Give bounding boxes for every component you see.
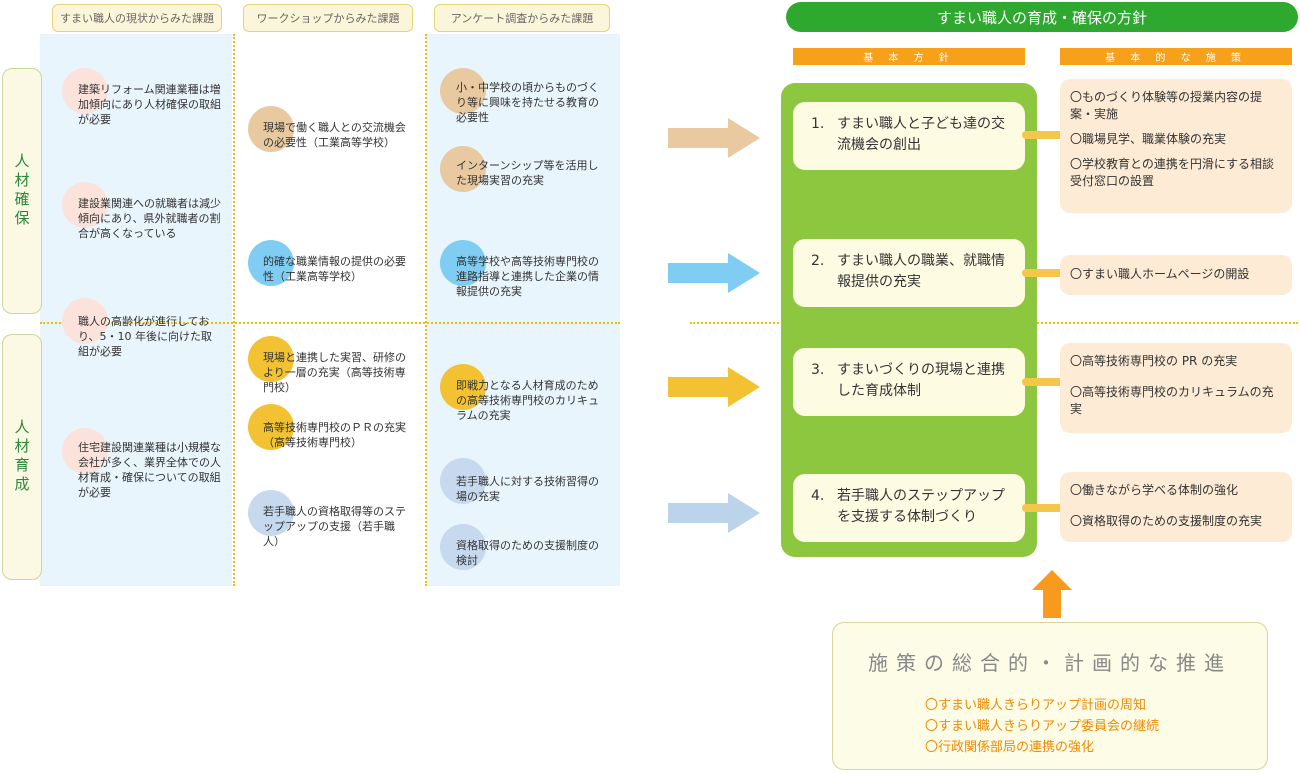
survey-item-bubble — [440, 364, 486, 410]
policy-num: 1. — [811, 116, 825, 132]
policy-text: 若手職人のステップアップを支援する体制づくり — [837, 488, 1005, 525]
workshop-item: 現場で働く職人との交流機会の必要性（工業高等学校） — [263, 121, 406, 149]
current-item-bubble — [62, 428, 108, 474]
policy-text: すまい職人の職業、就職情報提供の充実 — [837, 253, 1005, 290]
arrow-up — [1032, 570, 1072, 618]
workshop-item: 現場と連携した実習、研修のより一層の充実（高等技術専門校） — [263, 351, 406, 394]
current-item: 建築リフォーム関連業種は増加傾向にあり人材確保の取組が必要 — [78, 83, 221, 126]
section-divider-left — [40, 322, 620, 324]
survey-item-bubble — [440, 524, 486, 570]
workshop-item: 高等技術専門校のＰＲの充実（高等技術専門校） — [263, 421, 406, 449]
workshop-item-bubble — [248, 404, 294, 450]
survey-item: 即戦力となる人材育成のための高等技術専門校のカリキュラムの充実 — [456, 379, 599, 422]
measure-item: 〇職場見学、職業体験の充実 — [1070, 132, 1227, 146]
arrow-right-3 — [668, 367, 760, 407]
arrow-right-4 — [668, 493, 760, 533]
survey-item: 小・中学校の頃からものづくり等に興味を持たせる教育の必要性 — [456, 81, 599, 124]
policy-text: すまい職人と子ども達の交流機会の創出 — [837, 116, 1005, 153]
current-item-bubble — [62, 68, 108, 114]
measures-box-1: 〇ものづくり体験等の授業内容の提案・実施 〇職場見学、職業体験の充実 〇学校教育… — [1060, 79, 1292, 213]
current-item: 職人の高齢化が進行しており、5・10 年後に向けた取組が必要 — [78, 315, 213, 358]
basic-measures-label: 基 本 的 な 施 策 — [1060, 48, 1292, 65]
survey-item-bubble — [440, 146, 486, 192]
arrow-right-1 — [668, 118, 760, 158]
arrow-right-2 — [668, 253, 760, 293]
workshop-item: 若手職人の資格取得等のステップアップの支援（若手職人） — [263, 505, 406, 548]
survey-item-bubble — [440, 68, 486, 114]
connector-3 — [1022, 378, 1074, 386]
workshop-item-bubble — [248, 490, 294, 536]
current-item: 住宅建設関連業種は小規模な会社が多く、業界全体での人材育成・確保についての取組が… — [78, 441, 221, 499]
side-tab-develop: 人材育成 — [2, 334, 42, 580]
measure-item: 〇資格取得のための支援制度の充実 — [1070, 514, 1263, 528]
promotion-box: 施策の総合的・計画的な推進 〇すまい職人きらりアップ計画の周知 〇すまい職人きら… — [832, 622, 1268, 770]
column-header-current: すまい職人の現状からみた課題 — [52, 4, 222, 32]
policy-text: すまいづくりの現場と連携した育成体制 — [837, 362, 1005, 399]
survey-item: 若手職人に対する技術習得の場の充実 — [456, 475, 599, 503]
promotion-item: 〇すまい職人きらりアップ委員会の継続 — [925, 719, 1160, 734]
survey-item: 高等学校や高等技術専門校の進路指導と連携した企業の情報提供の充実 — [456, 255, 599, 298]
workshop-item-bubble — [248, 336, 294, 382]
survey-item-bubble — [440, 458, 486, 504]
policy-title: すまい職人の育成・確保の方針 — [786, 2, 1298, 32]
policy-box-3: 3. すまいづくりの現場と連携した育成体制 — [793, 348, 1025, 416]
connector-2 — [1022, 269, 1074, 277]
current-item-bubble — [62, 182, 108, 228]
measures-box-3: 〇高等技術専門校の PR の充実 〇高等技術専門校のカリキュラムの充実 — [1060, 343, 1292, 433]
workshop-item: 的確な職業情報の提供の必要性（工業高等学校） — [263, 255, 406, 283]
promotion-item: 〇すまい職人きらりアップ計画の周知 — [925, 698, 1147, 713]
connector-4 — [1022, 504, 1074, 512]
promotion-title: 施策の総合的・計画的な推進 — [868, 651, 1232, 675]
column-header-survey: アンケート調査からみた課題 — [434, 4, 610, 32]
policy-num: 4. — [811, 488, 825, 504]
policy-num: 3. — [811, 362, 825, 378]
workshop-item-bubble — [248, 106, 294, 152]
measure-item: 〇高等技術専門校の PR の充実 — [1070, 354, 1238, 368]
connector-1 — [1022, 131, 1074, 139]
column-divider-2 — [425, 34, 427, 586]
workshop-item-bubble — [248, 240, 294, 286]
policy-num: 2. — [811, 253, 825, 269]
policy-box-1: 1. すまい職人と子ども達の交流機会の創出 — [793, 102, 1025, 170]
promotion-item: 〇行政関係部局の連携の強化 — [925, 740, 1095, 755]
measure-item: 〇高等技術専門校のカリキュラムの充実 — [1070, 385, 1274, 416]
basic-policy-label: 基 本 方 針 — [793, 48, 1025, 65]
measures-box-2: 〇すまい職人ホームページの開設 — [1060, 255, 1292, 295]
policy-box-4: 4. 若手職人のステップアップを支援する体制づくり — [793, 474, 1025, 542]
current-item: 建設業関連への就職者は減少傾向にあり、県外就職者の割合が高くなっている — [78, 197, 221, 240]
measure-item: 〇学校教育との連携を円滑にする相談受付窓口の設置 — [1070, 157, 1275, 188]
column-header-workshop: ワークショップからみた課題 — [243, 4, 413, 32]
measure-item: 〇働きながら学べる体制の強化 — [1070, 483, 1239, 497]
current-item-bubble — [62, 298, 108, 344]
survey-item: インターンシップ等を活用した現場実習の充実 — [456, 159, 599, 187]
measure-item: 〇すまい職人ホームページの開設 — [1070, 267, 1250, 281]
side-tab-secure: 人材確保 — [2, 68, 42, 314]
promotion-list: 〇すまい職人きらりアップ計画の周知 〇すまい職人きらりアップ委員会の継続 〇行政… — [925, 695, 1159, 758]
column-divider-1 — [233, 34, 235, 586]
measures-box-4: 〇働きながら学べる体制の強化 〇資格取得のための支援制度の充実 — [1060, 472, 1292, 542]
survey-item-bubble — [440, 240, 486, 286]
policy-box-2: 2. すまい職人の職業、就職情報提供の充実 — [793, 239, 1025, 307]
survey-item: 資格取得のための支援制度の検討 — [456, 539, 599, 567]
measure-item: 〇ものづくり体験等の授業内容の提案・実施 — [1070, 90, 1263, 121]
